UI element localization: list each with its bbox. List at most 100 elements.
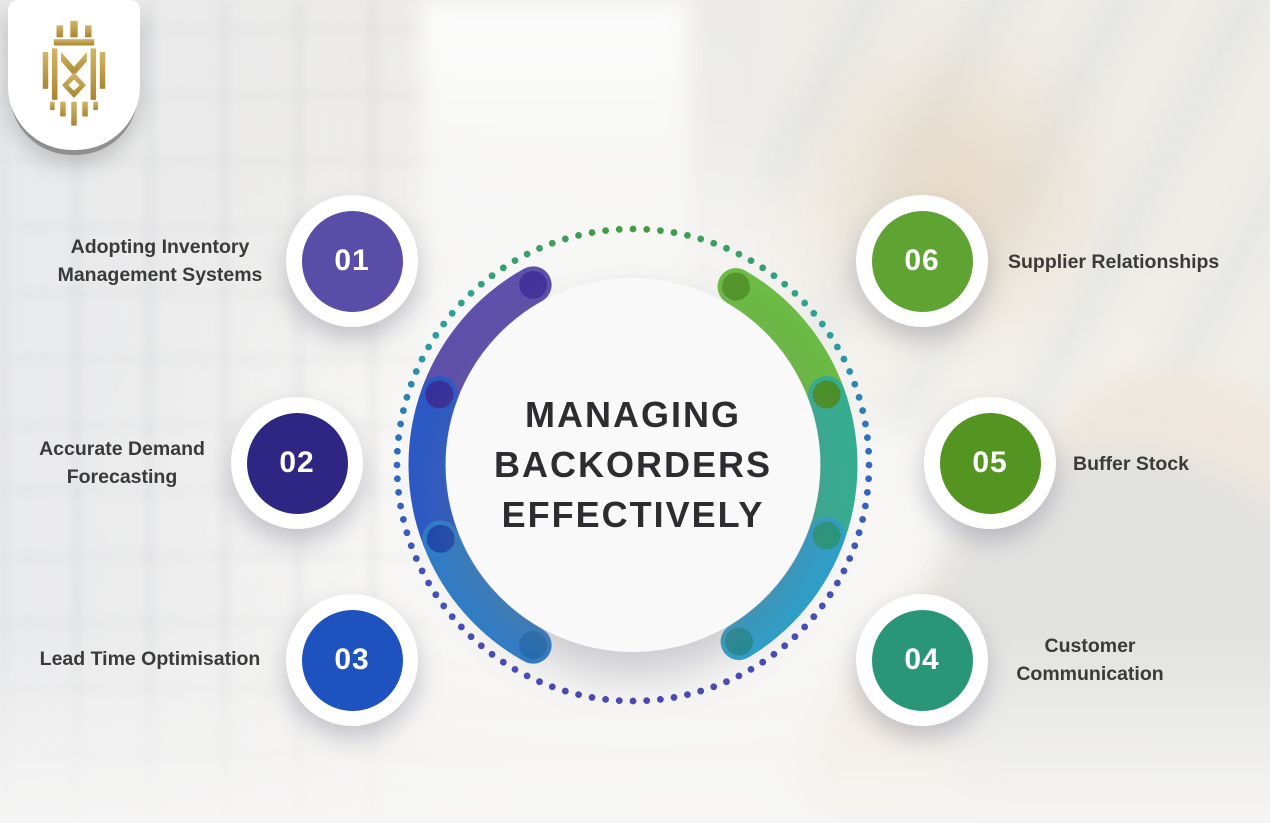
step-number: 04 [904, 643, 940, 676]
ring-dot [602, 227, 610, 234]
ring-dot [781, 280, 789, 288]
brand-logo [8, 0, 140, 150]
ring-dot [747, 665, 755, 673]
ring-dot [523, 250, 531, 258]
center-circle: MANAGING BACKORDERS EFFECTIVELY [446, 278, 820, 652]
ring-dot [855, 393, 863, 401]
ring-dot [770, 272, 778, 280]
ring-dot [865, 461, 873, 469]
ring-dot [759, 658, 767, 666]
ring-dot [759, 264, 767, 272]
ring-dot [833, 579, 841, 587]
ring-dot [407, 542, 415, 550]
ring-dot [851, 380, 859, 388]
ring-dot [536, 678, 543, 686]
ring-dot [697, 235, 705, 243]
step-label-04: Customer Communication [1016, 635, 1164, 685]
ring-dot [629, 697, 637, 705]
ring-dot [432, 331, 440, 339]
ring-dot [670, 694, 678, 701]
step-label-06: Supplier Relationships [1008, 251, 1220, 273]
ring-dot [781, 642, 789, 650]
ring-dot [548, 683, 556, 691]
ring-dot [397, 502, 404, 510]
step-label-01: Adopting Inventory Management Systems [57, 236, 263, 286]
step-number: 02 [279, 446, 315, 479]
ring-dot [393, 475, 401, 483]
title-line-1: MANAGING [524, 394, 741, 435]
ring-dot [859, 407, 867, 414]
ring-dot [826, 331, 834, 339]
ring-dot [791, 633, 799, 641]
ring-dot [425, 579, 433, 587]
ring-dot [810, 309, 818, 317]
ring-dot [440, 602, 448, 610]
ring-dot [851, 542, 859, 550]
ring-dot [418, 567, 426, 575]
ring-dot [684, 231, 691, 239]
ring-dot [393, 447, 401, 455]
step-number-badge-05: 05 [939, 412, 1041, 514]
ring-dot [735, 250, 743, 258]
ring-dot [801, 299, 809, 307]
ring-dot [670, 229, 678, 236]
ring-dot [457, 623, 465, 631]
ring-dot [862, 420, 869, 428]
ring-dot [865, 475, 873, 483]
ring-dot [395, 488, 402, 496]
ring-dot [747, 257, 755, 265]
ring-arc-segment [808, 376, 858, 554]
ring-dot [403, 393, 411, 401]
step-node-02: 02 [231, 397, 363, 529]
ring-dot [448, 309, 456, 317]
ring-dot [488, 272, 496, 280]
ring-dot [412, 368, 420, 375]
ring-dot [588, 694, 596, 701]
ring-dot [397, 420, 404, 428]
ring-dot [770, 650, 778, 658]
step-node-03: 03 [286, 594, 418, 726]
ring-arc-segment [408, 376, 460, 558]
ring-dot [403, 529, 411, 537]
ring-dot [395, 434, 402, 442]
ring-dot [710, 683, 718, 691]
ring-dot [629, 225, 637, 233]
ring-arc-cap [425, 380, 454, 409]
ring-dot [833, 343, 841, 351]
step-number-badge-03: 03 [301, 609, 403, 711]
ring-dot [418, 355, 426, 363]
ring-arc-cap [519, 270, 548, 299]
ring-dot [425, 343, 433, 351]
step-number-badge-01: 01 [301, 210, 403, 312]
worker-sleeve-blur [749, 308, 1270, 823]
ring-dot [723, 678, 730, 686]
infographic-title: MANAGING BACKORDERS EFFECTIVELY [494, 390, 772, 540]
step-label-03: Lead Time Optimisation [39, 648, 261, 670]
ring-dot [656, 227, 664, 234]
warehouse-rack-top-right [770, 0, 1270, 430]
ring-arc-cap [725, 627, 754, 656]
ring-dot [801, 623, 809, 631]
ring-arc-cap [519, 631, 548, 660]
ring-dot [499, 658, 507, 666]
step-node-01: 01 [286, 195, 418, 327]
ring-dot [457, 299, 465, 307]
ring-dot [864, 488, 871, 496]
ring-dot [561, 687, 569, 695]
title-line-2: BACKORDERS [493, 444, 772, 485]
ring-dot [588, 229, 596, 236]
step-node-04: 04 [856, 594, 988, 726]
ring-dot [840, 355, 848, 363]
ring-dot [488, 650, 496, 658]
ring-dot [846, 368, 854, 375]
ring-arc-cap [812, 380, 841, 409]
ring-dot [440, 320, 448, 328]
step-node-06: 06 [856, 195, 988, 327]
ring-dot [477, 280, 485, 288]
ring-dot [467, 633, 475, 641]
ring-dot [791, 289, 799, 297]
ring-arc-cap [722, 272, 750, 301]
step-number: 05 [972, 446, 1008, 479]
step-label-02: Accurate Demand Forecasting [39, 438, 205, 488]
